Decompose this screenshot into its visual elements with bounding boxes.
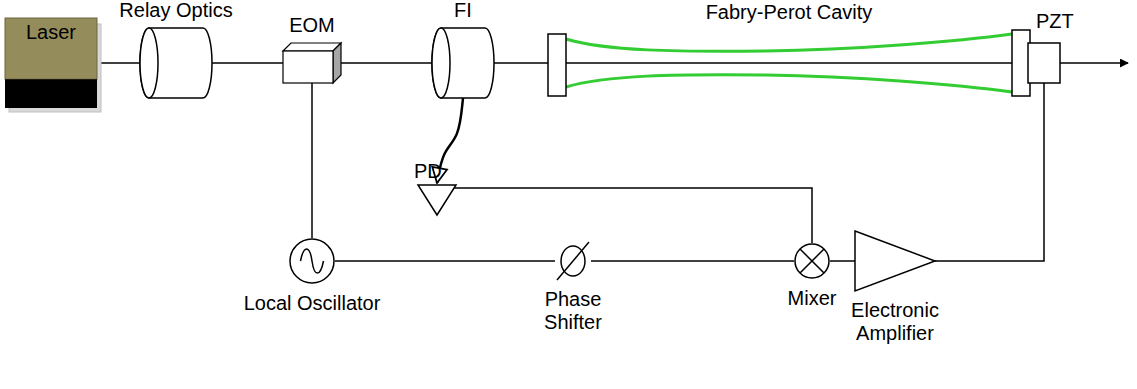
node-shape [140,28,212,98]
node-shape [432,28,494,98]
component-label: Mixer [788,287,837,310]
connector-line [212,62,283,64]
component-label: EOM [289,14,335,37]
output-beam [1060,62,1128,64]
component-label: FI [454,0,472,22]
node-shape [555,242,591,280]
photodetector: PD [418,185,456,215]
node-shape [794,243,830,279]
component-label: PZT [1036,10,1074,33]
component-label: PD [414,160,442,183]
fabry-perot-cavity: Fabry-Perot Cavity [548,30,1030,96]
connector-line [830,260,855,262]
connector-line [591,260,794,262]
component-label: Relay Optics [119,0,232,22]
relay-optics: Relay Optics [140,28,212,98]
pzt-actuator: PZT [1028,43,1060,83]
component-label: Electronic Amplifier [840,299,950,345]
connector-line [97,62,140,64]
laser-source: Laser [5,18,97,108]
connector-line [341,62,432,64]
connector-line [935,83,1044,261]
connector-line [494,62,548,64]
node-shape [1028,43,1060,83]
component-label: Phase Shifter [533,288,613,334]
local-oscillator: Local Oscillator [289,238,335,284]
component-label: Fabry-Perot Cavity [706,1,873,24]
component-label: Local Oscillator [244,292,381,315]
node-shape [418,185,456,215]
node-shape [289,238,335,284]
faraday-isolator: FI [432,28,494,98]
node-shape [548,30,1030,96]
connector-line [452,188,812,243]
node-shape [855,231,935,291]
component-label: Laser [26,21,76,44]
electronic-amplifier: Electronic Amplifier [855,231,935,291]
phase-shifter: Phase Shifter [555,242,591,280]
electro-optic-modulator: EOM [283,43,341,83]
connector-line [335,260,555,262]
mixer: Mixer [794,243,830,279]
node-shape [283,43,341,83]
connector-line [311,83,313,238]
